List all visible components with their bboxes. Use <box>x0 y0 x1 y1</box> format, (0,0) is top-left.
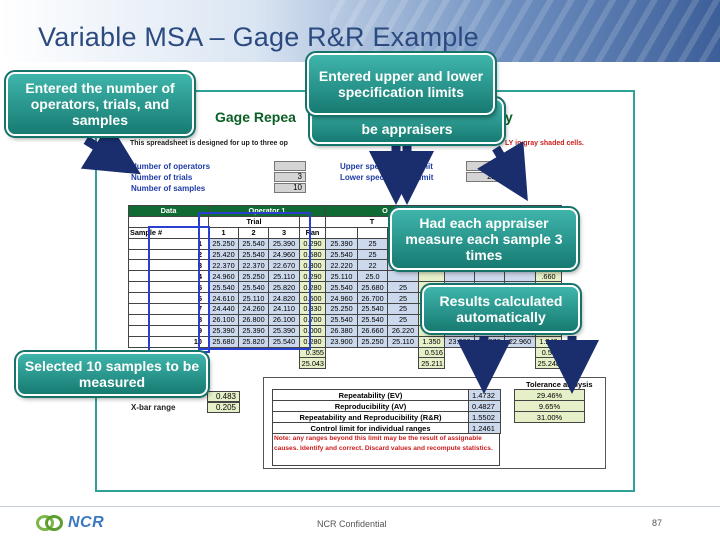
lsl-label: Lower specification limit <box>340 173 434 182</box>
operator2-measurement[interactable] <box>387 270 419 283</box>
result-label: Control limit for individual ranges <box>272 422 469 434</box>
operator2-measurement[interactable]: 26.660 <box>357 324 388 337</box>
result-row: Reproducibility (AV) 0.4827 9.65% <box>272 400 585 412</box>
xbar-operator2: 25.211 <box>418 357 445 370</box>
ncr-logo: NCR <box>36 512 104 534</box>
result-row: Repeatability and Reproducibility (R&R) … <box>272 411 585 423</box>
usl-label: Upper specification limit <box>340 162 433 171</box>
operator2-measurement[interactable]: 25 <box>387 281 419 294</box>
sheet-title: Gage Repea <box>215 109 296 125</box>
xbar-range-label: X-bar range <box>131 403 176 412</box>
callout-selected-samples: Selected 10 samples to be measured <box>14 350 210 398</box>
sheet-instructions-red: LY in gray shaded cells. <box>505 140 584 147</box>
operator3-measurement[interactable]: 23.870 <box>474 335 505 348</box>
operator2-measurement[interactable]: 25.110 <box>325 270 358 283</box>
ncr-logo-text: NCR <box>68 514 105 531</box>
trial-columns-highlight <box>198 212 311 350</box>
callout-spec-limits: Entered upper and lower specification li… <box>305 51 497 117</box>
operator2-measurement[interactable]: 22 <box>357 259 388 272</box>
result-tolerance-pct: 9.65% <box>514 400 585 412</box>
operator3-range: 1.240 <box>535 335 562 348</box>
operator2-measurement[interactable]: 24.960 <box>325 292 358 305</box>
operator2-measurement[interactable]: 25.540 <box>325 248 358 261</box>
sample-column-highlight <box>148 226 210 353</box>
operator2-range <box>418 270 445 283</box>
operator2-measurement[interactable]: 25 <box>357 248 388 261</box>
trials-input[interactable]: 3 <box>274 172 306 182</box>
operator2-measurement[interactable]: 25.540 <box>325 281 358 294</box>
results-panel <box>263 377 606 469</box>
result-label: Repeatability and Reproducibility (R&R) <box>272 411 469 423</box>
note-box <box>272 433 500 466</box>
results-table: Repeatability (EV) 1.4732 29.46% Reprodu… <box>272 389 585 434</box>
operator2-measurement[interactable]: 25.390 <box>325 237 358 250</box>
operator2-measurement[interactable]: 25 <box>387 292 419 305</box>
data-header: Data <box>128 205 209 217</box>
rbar-overall-value: 0.483 <box>207 391 240 402</box>
operator2-measurement[interactable]: 25.540 <box>357 303 388 315</box>
xbar-operator1: 25.043 <box>299 357 326 370</box>
result-row: Control limit for individual ranges 1.24… <box>272 422 585 434</box>
callout-results-calculated: Results calculated automatically <box>420 283 582 335</box>
operator2-measurement[interactable]: 26.220 <box>387 324 419 337</box>
operator2-measurement[interactable]: 26.700 <box>357 292 388 305</box>
operator3-measurement[interactable] <box>504 270 536 283</box>
operator2-measurement[interactable]: 25.110 <box>387 335 419 348</box>
operator3-measurement[interactable]: 23.200 <box>444 335 475 348</box>
footer-divider <box>0 506 720 507</box>
lsl-input[interactable]: 22 <box>466 172 500 182</box>
operator2-measurement[interactable]: 25.250 <box>357 335 388 348</box>
result-tolerance-pct: 29.46% <box>514 389 585 401</box>
slide-header-band <box>0 0 720 62</box>
xbar-range-value: 0.205 <box>207 402 240 413</box>
result-tolerance-pct: 31.00% <box>514 411 585 423</box>
sheet-instructions: This spreadsheet is designed for up to t… <box>130 140 288 147</box>
operator3-measurement[interactable] <box>474 270 505 283</box>
result-value: 1.4732 <box>468 389 501 401</box>
control-limit-note: Note: any ranges beyond this limit may b… <box>274 435 493 452</box>
result-label: Repeatability (EV) <box>272 389 469 401</box>
rbar-operator2: 0.516 <box>418 346 445 359</box>
operator2-measurement[interactable]: 22.220 <box>325 259 358 272</box>
operator2-measurement[interactable]: 25 <box>357 237 388 250</box>
page-number: 87 <box>652 518 663 528</box>
usl-input[interactable]: 27 <box>466 161 500 171</box>
footer-confidential: NCR Confidential <box>317 519 387 529</box>
result-value: 1.2461 <box>468 422 501 434</box>
slide-title: Variable MSA – Gage R&R Example <box>38 22 479 52</box>
ncr-logo-icon <box>36 515 63 531</box>
tolerance-analysis-header: Tolerance analysis <box>526 380 593 389</box>
samples-input[interactable]: 10 <box>274 183 306 193</box>
operator3-measurement[interactable] <box>444 270 475 283</box>
result-value: 0.4827 <box>468 400 501 412</box>
operator2-measurement[interactable]: 25 <box>387 313 419 326</box>
sheet-title-end: y <box>505 109 513 125</box>
rbar-operator3: 0.578 <box>535 346 562 359</box>
operators-label: Number of operators <box>131 162 211 171</box>
operator3-range: .660 <box>535 270 562 283</box>
operator2-measurement[interactable]: 23.900 <box>325 335 358 348</box>
operators-input[interactable] <box>274 161 306 171</box>
operator2-measurement[interactable]: 25.250 <box>325 303 358 315</box>
xbar-operator3: 25.248 <box>535 357 562 370</box>
trials-label: Number of trials <box>131 173 193 182</box>
result-row: Repeatability (EV) 1.4732 29.46% <box>272 389 585 401</box>
operator2-measurement[interactable]: 26.380 <box>325 324 358 337</box>
result-value: 1.5502 <box>468 411 501 423</box>
samples-label: Number of samples <box>131 184 206 193</box>
operator2-measurement[interactable]: 25.0 <box>357 270 388 283</box>
operator3-measurement[interactable]: 22.960 <box>504 335 536 348</box>
callout-measure-samples: Had each appraiser measure each sample 3… <box>388 206 580 272</box>
operator2-measurement[interactable]: 25.680 <box>357 281 388 294</box>
callout-operators-trials-samples: Entered the number of operators, trials,… <box>4 70 196 138</box>
result-label: Reproducibility (AV) <box>272 400 469 412</box>
operator2-measurement[interactable]: 25 <box>387 303 419 315</box>
operator2-measurement[interactable]: 25.540 <box>357 313 388 326</box>
operator2-range: 1.350 <box>418 335 445 348</box>
operator2-measurement[interactable]: 25.540 <box>325 313 358 326</box>
